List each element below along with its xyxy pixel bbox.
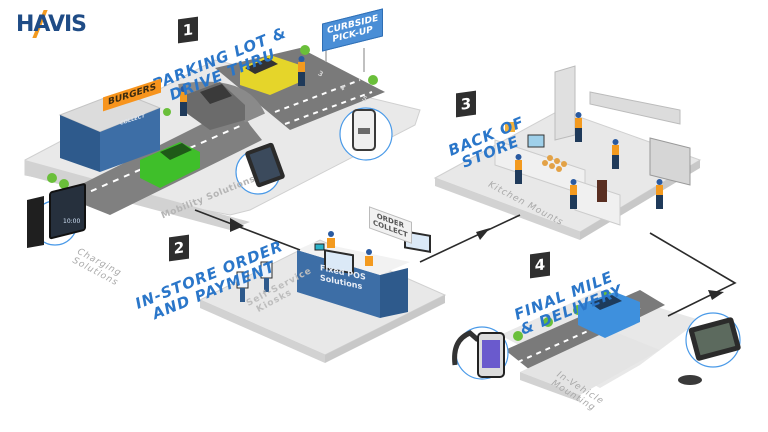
step-badge-3: 3 [456, 90, 476, 118]
cook-icon [515, 154, 522, 184]
delivery-floor-lower [520, 330, 660, 395]
arrow-head-icon [230, 218, 244, 232]
burger-shop-side [100, 108, 160, 172]
cashier-icon [327, 231, 335, 248]
step-badge-4: 4 [530, 251, 550, 279]
bush [543, 317, 553, 327]
kitchen-back-wall [554, 65, 576, 141]
food-trays [505, 122, 567, 172]
pos-counter-front [297, 250, 380, 318]
in-store-floor-edge [325, 295, 445, 363]
suction-base-icon [678, 375, 702, 385]
charging-dock-icon [27, 196, 44, 248]
worker-icon [298, 56, 305, 86]
suction-mount-icon [452, 330, 480, 366]
yellow-car-icon [240, 55, 300, 95]
kitchen-display [527, 134, 545, 148]
cashier-icon [365, 249, 373, 266]
bush [513, 331, 523, 341]
havis-logo: HAVIS [16, 12, 87, 37]
blue-van-icon [578, 292, 640, 338]
arrow-head-icon [476, 228, 490, 240]
bush [368, 75, 378, 85]
gps-map-icon [694, 322, 736, 356]
havis-logo-group: HAVIS [16, 10, 87, 38]
bush [163, 108, 171, 116]
cook-icon [570, 179, 577, 209]
step-badge-2: 2 [169, 234, 189, 262]
charging-tablet-icon [49, 183, 86, 240]
handheld-screen-icon [358, 128, 370, 134]
kiosk-icon [260, 261, 273, 292]
cook-icon [575, 112, 582, 142]
in-store-floor-edge [200, 300, 325, 363]
green-car-icon [140, 142, 200, 188]
bush [59, 179, 69, 189]
kitchen-floor-edge [435, 178, 580, 240]
bush [47, 173, 57, 183]
flow-arrow-3-to-4 [649, 232, 737, 317]
tablet-grid-icon [249, 147, 281, 183]
menu-board [324, 249, 354, 275]
bush [300, 45, 310, 55]
charging-tablet-time: 10:00 [63, 218, 81, 225]
grey-car-icon [185, 82, 245, 130]
flow-arrow-1-to-2 [194, 209, 301, 251]
oven [649, 137, 691, 186]
cook-icon [656, 179, 663, 209]
delivery-floor-edge [520, 372, 580, 402]
pos-counter-side [380, 268, 408, 318]
exhaust-hood [589, 91, 681, 125]
cook-icon [612, 139, 619, 169]
worker-icon [180, 86, 187, 116]
drink-machine [597, 180, 607, 202]
step-badge-1: 1 [178, 16, 198, 44]
flow-arrow-2-to-3 [419, 214, 521, 263]
burger-shop-front [60, 115, 100, 172]
kiosk-icon [236, 271, 249, 302]
smartphone-screen-icon [482, 340, 500, 368]
arrow-head-icon [708, 290, 724, 300]
pos-terminal-icon [314, 243, 325, 251]
